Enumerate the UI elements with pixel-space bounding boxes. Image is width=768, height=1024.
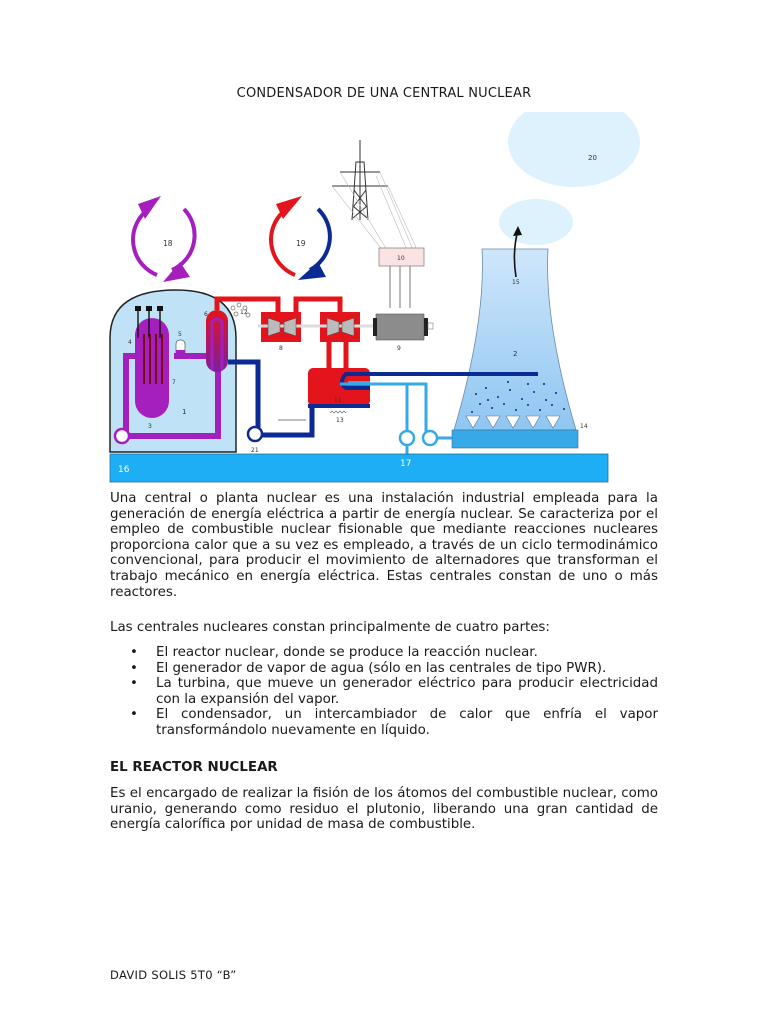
cycle-arrows-18-icon: 18 bbox=[131, 196, 197, 282]
steam-generator-icon: 6 bbox=[204, 310, 228, 372]
transformer-icon: 10 bbox=[378, 247, 425, 308]
list-item-text: El generador de vapor de agua (sólo en l… bbox=[156, 660, 607, 676]
cooling-tower-icon: 15 2 14 bbox=[451, 226, 588, 449]
list-item: • El generador de vapor de agua (sólo en… bbox=[110, 661, 658, 677]
bullet-icon: • bbox=[130, 660, 138, 676]
svg-text:12: 12 bbox=[240, 309, 248, 316]
bullet-icon: • bbox=[130, 645, 138, 660]
steam-bubbles-icon bbox=[230, 302, 251, 318]
pressurizer-icon: 5 bbox=[175, 331, 186, 357]
svg-text:7: 7 bbox=[172, 379, 176, 386]
svg-text:6: 6 bbox=[204, 311, 208, 318]
svg-text:8: 8 bbox=[279, 345, 283, 352]
nuclear-plant-diagram: 20 18 19 bbox=[108, 112, 660, 484]
svg-text:18: 18 bbox=[163, 239, 173, 248]
list-item: • El reactor nuclear, donde se produce l… bbox=[110, 645, 658, 661]
steam-cloud-icon: 20 bbox=[499, 112, 640, 245]
svg-text:11: 11 bbox=[334, 397, 342, 404]
svg-text:14: 14 bbox=[580, 423, 588, 430]
list-item-text: El reactor nuclear, donde se produce la … bbox=[156, 645, 538, 660]
generator-icon: 9 bbox=[373, 313, 434, 352]
intro-paragraph: Una central o planta nuclear es una inst… bbox=[110, 491, 658, 600]
turbine-icon: 8 bbox=[258, 312, 380, 352]
list-item: • El condensador, un intercambiador de c… bbox=[110, 707, 658, 738]
page-title: CONDENSADOR DE UNA CENTRAL NUCLEAR bbox=[236, 86, 532, 101]
transmission-tower-icon bbox=[331, 140, 419, 253]
list-item: • La turbina, que mueve un generador elé… bbox=[110, 676, 658, 707]
svg-text:2: 2 bbox=[513, 350, 517, 358]
svg-text:20: 20 bbox=[588, 154, 597, 162]
pump-feedwater-icon: 21 bbox=[246, 425, 264, 454]
condenser-icon: 11 13 bbox=[308, 368, 538, 424]
svg-text:16: 16 bbox=[118, 465, 130, 475]
svg-text:17: 17 bbox=[400, 459, 411, 469]
svg-text:10: 10 bbox=[397, 255, 405, 262]
parts-intro-paragraph: Las centrales nucleares constan principa… bbox=[110, 620, 550, 635]
bullet-icon: • bbox=[130, 676, 138, 692]
section-heading: EL REACTOR NUCLEAR bbox=[110, 760, 278, 775]
svg-text:19: 19 bbox=[296, 239, 306, 248]
svg-text:1: 1 bbox=[182, 408, 186, 416]
svg-text:5: 5 bbox=[178, 331, 182, 338]
list-item-text: La turbina, que mueve un generador eléct… bbox=[156, 676, 658, 707]
cycle-arrows-19-icon: 19 bbox=[269, 196, 332, 280]
reactor-vessel-icon: 4 3 7 bbox=[128, 306, 176, 430]
pump-cooling-icon bbox=[398, 429, 439, 447]
list-item-text: El condensador, un intercambiador de cal… bbox=[156, 707, 658, 738]
river-icon: 16 17 bbox=[109, 453, 609, 483]
svg-text:4: 4 bbox=[128, 339, 132, 346]
svg-text:9: 9 bbox=[397, 345, 401, 352]
svg-text:21: 21 bbox=[251, 447, 259, 454]
feedwater-line-icon bbox=[228, 359, 315, 438]
reactor-paragraph: Es el encargado de realizar la fisión de… bbox=[110, 786, 658, 833]
footer-author: DAVID SOLIS 5T0 “B” bbox=[110, 968, 237, 982]
parts-list: • El reactor nuclear, donde se produce l… bbox=[110, 645, 658, 739]
bullet-icon: • bbox=[130, 707, 138, 723]
pump-primary-icon bbox=[113, 427, 131, 445]
svg-text:13: 13 bbox=[336, 417, 344, 424]
svg-text:15: 15 bbox=[512, 279, 520, 286]
svg-text:3: 3 bbox=[148, 423, 152, 430]
